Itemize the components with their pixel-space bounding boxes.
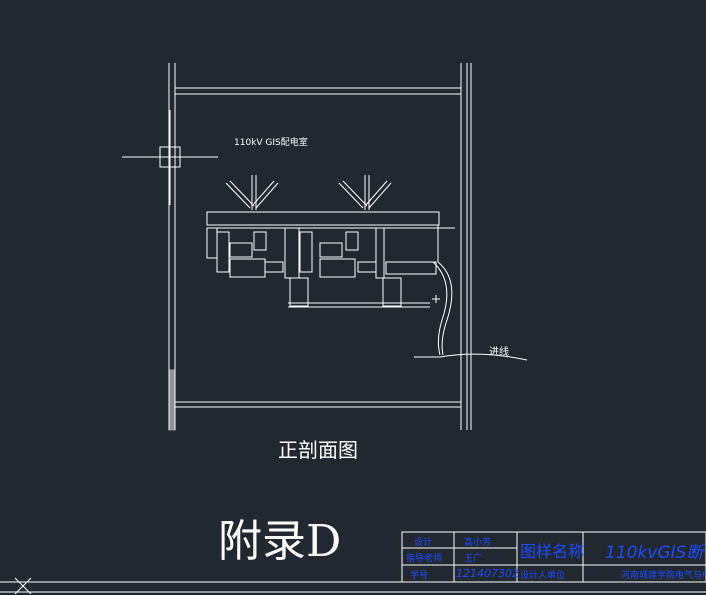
incoming-line [414,353,528,361]
designer-label: 设计 [414,538,433,548]
crosshair-cursor [122,110,218,205]
view-title: 正剖面图 [278,438,358,462]
title-block-frame [0,531,706,595]
student-id-label: 学号 [410,571,429,581]
bushing-right [338,175,392,210]
drawing-name-label: 图样名称 [520,542,585,561]
appendix-title: 附录D [218,516,342,567]
advisor-name: 王广 [464,554,483,564]
unit-label: 设计人单位 [520,571,566,581]
designer-name: 高小芳 [464,538,492,548]
incoming-label: 进线 [489,347,509,358]
bushing-left [225,175,279,210]
drawing-name: 110kvGIS断 [605,543,704,563]
unit-name: 河南城建学院电气与电子 [621,571,706,581]
building-walls [168,63,472,431]
student-id: 121407302 [456,567,519,580]
room-label: 110kV GIS配电室 [234,138,308,148]
advisor-label: 指导老师 [406,554,443,564]
gis-equipment [206,175,455,356]
